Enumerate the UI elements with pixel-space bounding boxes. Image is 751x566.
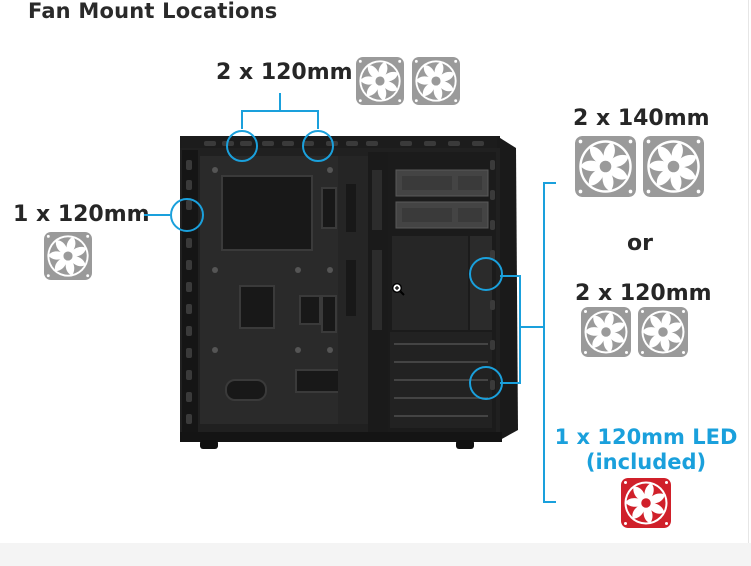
led-fan-label-line2: (included) xyxy=(585,450,707,474)
top-fan-label: 2 x 120mm xyxy=(216,60,353,85)
front-120-fan-label: 2 x 120mm xyxy=(575,281,712,306)
led-fan-label-line1: 1 x 120mm LED xyxy=(554,425,738,449)
side-fan-label: 1 x 120mm xyxy=(13,202,150,227)
zoom-in-cursor-icon xyxy=(391,282,405,296)
connector-lines xyxy=(144,93,556,503)
pc-case xyxy=(180,136,518,449)
or-label: or xyxy=(627,231,653,256)
led-fan-label: 1 x 120mm LED (included) xyxy=(548,425,744,475)
page-title: Fan Mount Locations xyxy=(28,0,278,23)
footer-band xyxy=(0,543,751,566)
right-edge-divider xyxy=(748,0,749,543)
front-140-fan-label: 2 x 140mm xyxy=(573,106,710,131)
